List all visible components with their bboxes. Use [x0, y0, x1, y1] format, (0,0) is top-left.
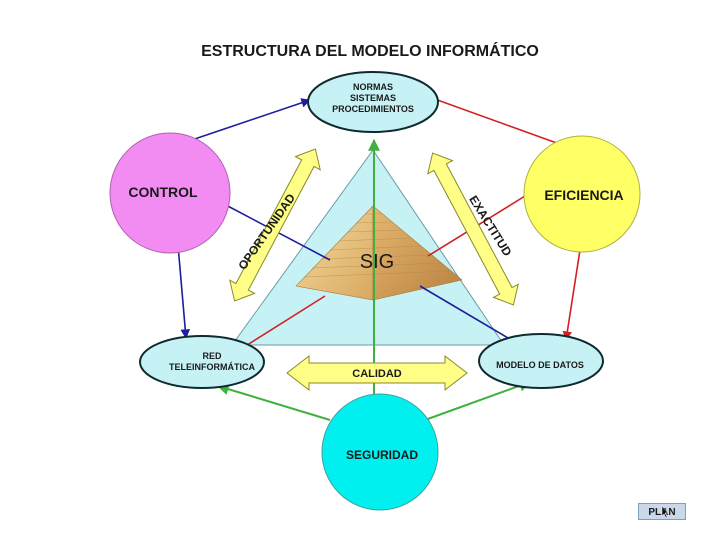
page-title: ESTRUCTURA DEL MODELO INFORMÁTICO [201, 41, 539, 60]
seguridad-label: SEGURIDAD [346, 448, 418, 462]
modelo-label: MODELO DE DATOS [496, 360, 584, 370]
control-node [109, 132, 231, 254]
eficiencia-node [523, 135, 641, 253]
plan-button[interactable]: PLAN [638, 503, 686, 520]
red-label-2: TELEINFORMÁTICA [169, 362, 255, 372]
normas-label-2: SISTEMAS [350, 93, 396, 103]
pyramid-icon [295, 205, 463, 301]
normas-label-1: NORMAS [353, 82, 393, 92]
red-label-1: RED [202, 351, 222, 361]
seguridad-node [321, 393, 439, 511]
normas-label-3: PROCEDIMIENTOS [332, 104, 414, 114]
calidad-label: CALIDAD [352, 368, 402, 380]
modelo-node [478, 333, 604, 389]
pointer-cursor-icon [661, 506, 669, 518]
exactitud-arrow [427, 152, 519, 306]
calidad-arrow [286, 354, 468, 392]
green-connectors [216, 138, 532, 435]
normas-node [307, 71, 439, 133]
control-label: CONTROL [128, 184, 198, 200]
sig-label: SIG [360, 251, 394, 273]
oportunidad-label: OPORTUNIDAD [235, 191, 298, 272]
red-connectors [235, 91, 581, 353]
oportunidad-arrow [229, 148, 321, 302]
red-node [139, 335, 265, 389]
eficiencia-label: EFICIENCIA [544, 187, 623, 203]
